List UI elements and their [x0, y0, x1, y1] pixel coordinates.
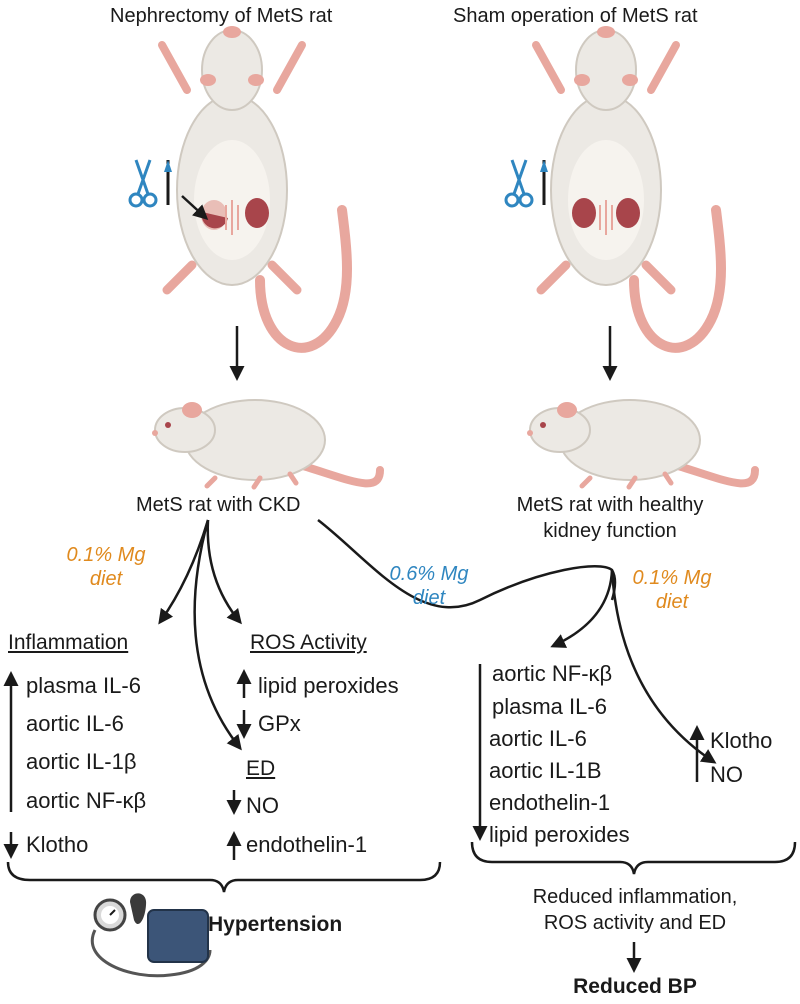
blood-pressure-cuff-icon — [91, 893, 212, 978]
right-outcome-line2: kidney function — [543, 520, 677, 542]
right-bracket — [470, 841, 797, 875]
reduced-bp-label: Reduced BP — [573, 975, 697, 998]
mid-list-item: lipid peroxides — [489, 822, 630, 847]
ed-up-item: endothelin-1 — [246, 832, 368, 857]
right-list-item: Klotho — [710, 728, 773, 753]
right-diet-label: 0.1% Mg — [632, 567, 712, 589]
inflammation-item: aortic IL-6 — [26, 711, 124, 736]
reduced-summary-line1: Reduced inflammation, — [532, 886, 738, 908]
ed-down-item: NO — [246, 793, 279, 818]
ros-down-item: GPx — [258, 711, 301, 736]
left-diet-label: 0.1% Mg — [66, 544, 146, 566]
ros-heading: ROS Activity — [250, 631, 367, 654]
right-diet-label-2: diet — [655, 591, 689, 613]
left-bracket — [6, 861, 442, 893]
right-header: Sham operation of MetS rat — [453, 5, 698, 27]
scissors-scalpel-icon — [504, 158, 550, 208]
mid-list-item: plasma IL-6 — [492, 694, 607, 719]
inflammation-item: aortic NF-κβ — [26, 788, 147, 813]
mid-diet-label: 0.6% Mg — [389, 563, 469, 585]
left-outcome: MetS rat with CKD — [136, 494, 301, 516]
ros-up-item: lipid peroxides — [258, 673, 399, 698]
klotho-down-item: Klotho — [26, 832, 89, 857]
mid-list-item: aortic IL-1B — [489, 758, 602, 783]
rat-sham-illustration — [536, 26, 721, 348]
inflammation-item: aortic IL-1β — [26, 749, 137, 774]
rat-healthy-illustration — [527, 400, 755, 487]
rat-ckd-illustration — [152, 400, 380, 487]
nephrectomy-pointer-arrow — [181, 195, 209, 221]
left-diet-label-2: diet — [89, 568, 123, 590]
scissors-scalpel-icon — [128, 158, 174, 208]
mid-list-item: endothelin-1 — [489, 790, 611, 815]
right-list-item: NO — [710, 762, 743, 787]
hypertension-label: Hypertension — [208, 913, 343, 936]
ed-heading: ED — [246, 757, 276, 780]
mid-diet-label-2: diet — [412, 587, 446, 609]
reduced-summary-line2: ROS activity and ED — [543, 912, 727, 934]
inflammation-item: plasma IL-6 — [26, 673, 141, 698]
left-header: Nephrectomy of MetS rat — [110, 5, 333, 27]
right-outcome-line1: MetS rat with healthy — [516, 494, 704, 516]
inflammation-heading: Inflammation — [8, 631, 129, 654]
mid-list-item: aortic IL-6 — [489, 726, 587, 751]
rat-nephrectomy-illustration — [162, 26, 347, 348]
mid-list-item: aortic NF-κβ — [492, 661, 613, 686]
